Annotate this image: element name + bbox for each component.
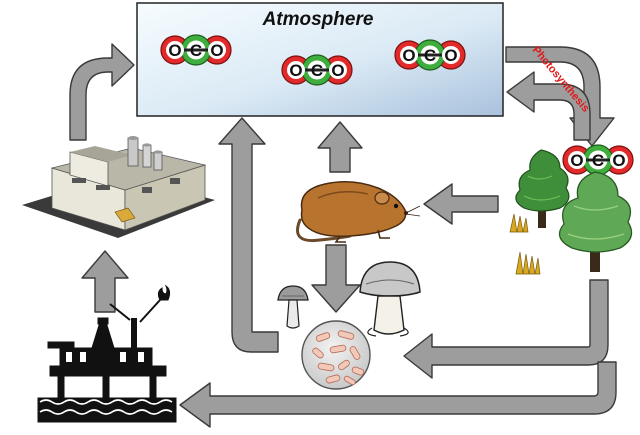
arrow-factory-to-atmosphere (69, 43, 135, 141)
mouse-icon (296, 181, 421, 243)
svg-text:C: C (190, 41, 202, 60)
svg-text:O: O (402, 46, 415, 65)
co2-molecule: O C O (281, 54, 353, 86)
microbes-icon (301, 320, 371, 390)
svg-text:O: O (570, 151, 583, 170)
co2-molecule: O C O (394, 39, 466, 71)
svg-text:O: O (168, 41, 181, 60)
arrow-plants-to-animal (423, 183, 499, 225)
svg-text:O: O (444, 46, 457, 65)
svg-text:O: O (612, 151, 625, 170)
arrow-animal-to-decomposers (311, 244, 361, 313)
arrow-animal-respiration (317, 121, 363, 173)
tree-icon (558, 171, 633, 272)
svg-text:C: C (424, 46, 436, 65)
arrow-plants-to-fossil (179, 361, 617, 428)
svg-text:O: O (331, 61, 344, 80)
tree-icon (515, 149, 570, 228)
svg-text:O: O (210, 41, 223, 60)
svg-text:C: C (311, 61, 323, 80)
svg-text:C: C (592, 151, 604, 170)
grass-icon (509, 213, 541, 275)
co2-molecule: O C O (562, 144, 634, 176)
oil-rig-icon (37, 284, 177, 423)
arrow-oil-to-factory (81, 250, 129, 313)
svg-text:O: O (289, 61, 302, 80)
arrow-plant-respiration (506, 71, 591, 141)
arrow-plants-to-decomposers (403, 279, 609, 379)
mushroom-icon (277, 285, 309, 329)
co2-molecule: O C O (160, 34, 232, 66)
arrow-decomposers-to-atmosphere (218, 117, 279, 353)
factory-icon (22, 136, 215, 238)
atmosphere-title: Atmosphere (262, 9, 374, 30)
mushroom-icon (359, 261, 421, 337)
